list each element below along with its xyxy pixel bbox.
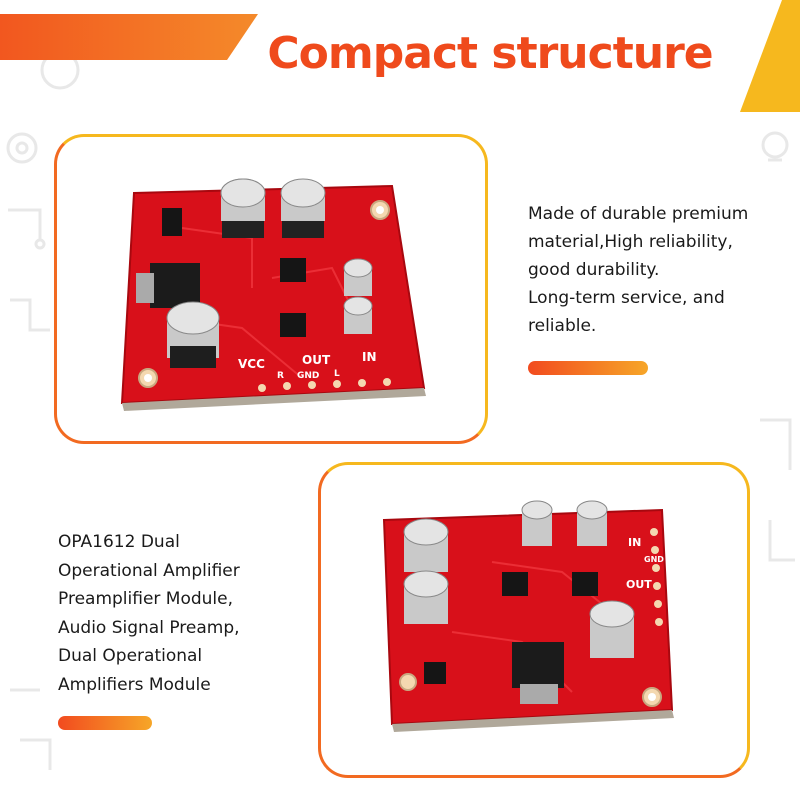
header-accent-bar (0, 14, 258, 60)
description-line: OPA1612 Dual (58, 532, 180, 552)
description-line: Long-term service, and (528, 288, 725, 308)
pcb-label-in: IN (362, 350, 377, 364)
pcb2-label-gnd: GND (644, 555, 664, 564)
description-product: OPA1612 Dual Operational Amplifier Pream… (58, 528, 303, 699)
pcb-label-r: R (277, 371, 284, 381)
accent-pill-bottom (58, 716, 152, 730)
description-durability: Made of durable premium material,High re… (528, 200, 788, 340)
description-line: Dual Operational (58, 646, 203, 666)
circuit-icon (8, 208, 795, 770)
description-line: good durability. (528, 260, 660, 280)
pcb-label-l: L (334, 369, 340, 379)
lightbulb-icon (761, 131, 789, 162)
description-line: material,High reliability, (528, 232, 733, 252)
pcb2-label-out: OUT (626, 578, 652, 591)
pcb-label-out: OUT (302, 353, 331, 367)
description-line: Audio Signal Preamp, (58, 617, 240, 638)
pcb2-label-in: IN (628, 536, 641, 549)
capacitor-icon (220, 178, 266, 238)
description-line: reliable. (528, 316, 597, 336)
description-line: Operational Amplifier (58, 560, 240, 581)
description-line: Preamplifier Module, (58, 589, 234, 609)
pcb-label-gnd: GND (297, 371, 319, 381)
pcb-label-vcc: VCC (238, 357, 265, 371)
description-line: Amplifiers Module (58, 674, 211, 695)
accent-pill-top (528, 361, 648, 375)
description-line: Made of durable premium (528, 204, 749, 224)
pcb-image-bottom: IN OUT GND (382, 500, 674, 732)
page-title: Compact structure (267, 28, 713, 79)
pcb-image-top: VCC OUT IN R GND L (120, 178, 426, 411)
